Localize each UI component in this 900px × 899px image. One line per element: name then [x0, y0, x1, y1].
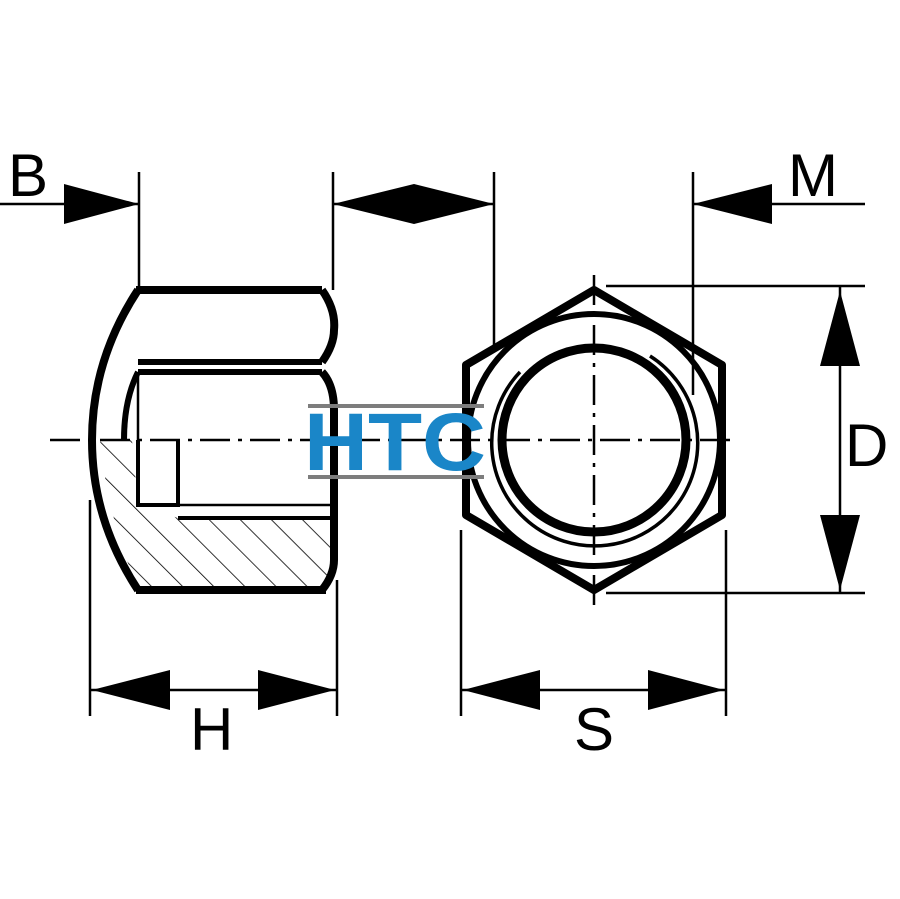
d-arrow-bottom: [820, 515, 860, 590]
front-view: [462, 286, 726, 594]
d-arrow-top: [820, 291, 860, 366]
b-arrow-right-1: [333, 184, 414, 224]
bore-circle: [497, 343, 691, 537]
logo-bar-bottom: [308, 475, 484, 479]
label-h: H: [190, 696, 233, 763]
label-d: D: [845, 412, 888, 479]
label-b: B: [8, 142, 48, 209]
center-lines: [50, 275, 735, 605]
inner-dome-curve: [121, 370, 141, 441]
thread-arc: [489, 354, 700, 548]
thread-bore-outline: [136, 440, 330, 520]
chamfer-circle: [465, 311, 723, 569]
b-arrow-left: [64, 184, 139, 224]
side-view: [87, 286, 339, 594]
s-arrow-right: [648, 670, 724, 710]
hexagon-outline: [462, 286, 726, 594]
arrowheads: [64, 184, 860, 710]
b-arrow-right-2: [414, 184, 494, 224]
logo-text: HTC: [304, 397, 486, 488]
dome-outline: [87, 287, 142, 593]
hatched-section: [100, 440, 330, 588]
label-s: S: [574, 696, 614, 763]
logo-bar-top: [308, 404, 484, 408]
s-arrow-left: [463, 670, 540, 710]
h-arrow-right: [258, 670, 335, 710]
htc-logo: HTC: [304, 397, 486, 488]
label-m: M: [788, 142, 838, 209]
m-arrow: [693, 184, 772, 224]
right-chamfer-profile: [318, 287, 339, 593]
h-arrow-left: [92, 670, 170, 710]
